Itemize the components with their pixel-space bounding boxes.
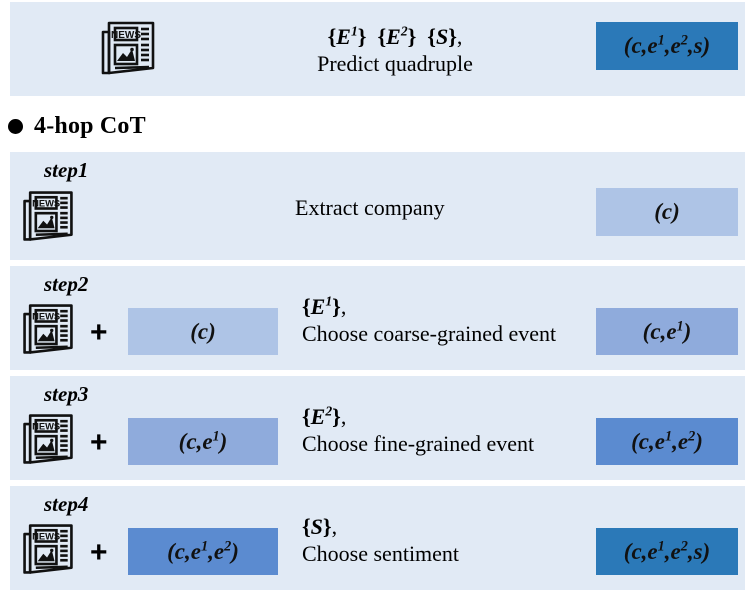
step4-panel: step4 NEWS [10, 486, 745, 590]
step1-instruction-desc: Extract company [295, 195, 445, 220]
plus-icon: + [90, 316, 108, 349]
step3-input-label: (c,e1) [178, 427, 228, 454]
svg-text:NEWS: NEWS [32, 312, 60, 322]
step2-instruction: {E1}, Choose coarse-grained event [302, 294, 556, 347]
step2-output-label: (c,e1) [642, 317, 692, 344]
step1-output-label: (c) [654, 199, 680, 224]
step3-instruction: {E2}, Choose fine-grained event [302, 404, 534, 457]
section-title: 4-hop CoT [34, 112, 146, 139]
overview-instruction-desc: Predict quadruple [317, 50, 473, 76]
step4-output-label: (c,e1,e2,s) [623, 537, 711, 564]
overview-output-box: (c,e1,e2,s) [596, 22, 738, 70]
newspaper-icon: NEWS [18, 185, 78, 247]
svg-text:NEWS: NEWS [32, 199, 60, 209]
newspaper-icon: NEWS [96, 16, 160, 80]
step2-input-box: (c) [128, 308, 278, 355]
step4-instruction-sets: {S}, [302, 514, 338, 539]
step2-output-box: (c,e1) [596, 308, 738, 355]
step4-input-label: (c,e1,e2) [167, 537, 239, 564]
step3-instruction-sets: {E2}, [302, 403, 347, 429]
plus-icon: + [90, 536, 108, 569]
bullet-icon [8, 118, 23, 134]
overview-panel: NEWS {E1} {E2} { [10, 2, 745, 96]
step4-input-box: (c,e1,e2) [128, 528, 278, 575]
svg-text:NEWS: NEWS [32, 422, 60, 432]
step2-panel: step2 NEWS [10, 266, 745, 370]
plus-icon: + [90, 426, 108, 459]
newspaper-icon: NEWS [18, 518, 78, 580]
step2-label: step2 [44, 272, 89, 296]
step1-label: step1 [44, 158, 89, 182]
step4-instruction: {S}, Choose sentiment [302, 514, 459, 567]
newspaper-icon: NEWS [18, 408, 78, 470]
overview-instruction: {E1} {E2} {S}, Predict quadruple [270, 24, 520, 77]
step2-instruction-sets: {E1}, [302, 293, 347, 319]
step3-output-box: (c,e1,e2) [596, 418, 738, 465]
step3-panel: step3 NEWS [10, 376, 745, 480]
svg-text:NEWS: NEWS [32, 532, 60, 542]
overview-output-label: (c,e1,e2,s) [623, 32, 711, 58]
step3-output-label: (c,e1,e2) [631, 427, 703, 454]
step2-instruction-desc: Choose coarse-grained event [302, 320, 557, 346]
step3-label: step3 [44, 382, 89, 406]
step3-instruction-desc: Choose fine-grained event [302, 430, 535, 456]
svg-text:NEWS: NEWS [111, 30, 141, 41]
step1-output-box: (c) [596, 188, 738, 236]
step4-label: step4 [44, 492, 89, 516]
step1-panel: step1 NEWS [10, 152, 745, 260]
step4-output-box: (c,e1,e2,s) [596, 528, 738, 575]
step4-instruction-desc: Choose sentiment [302, 540, 460, 566]
section-heading: 4-hop CoT [8, 106, 146, 146]
step2-input-label: (c) [190, 318, 216, 344]
newspaper-icon: NEWS [18, 298, 78, 360]
step1-instruction: Extract company [295, 194, 445, 221]
overview-instruction-sets: {E1} {E2} {S}, [327, 23, 463, 49]
step3-input-box: (c,e1) [128, 418, 278, 465]
